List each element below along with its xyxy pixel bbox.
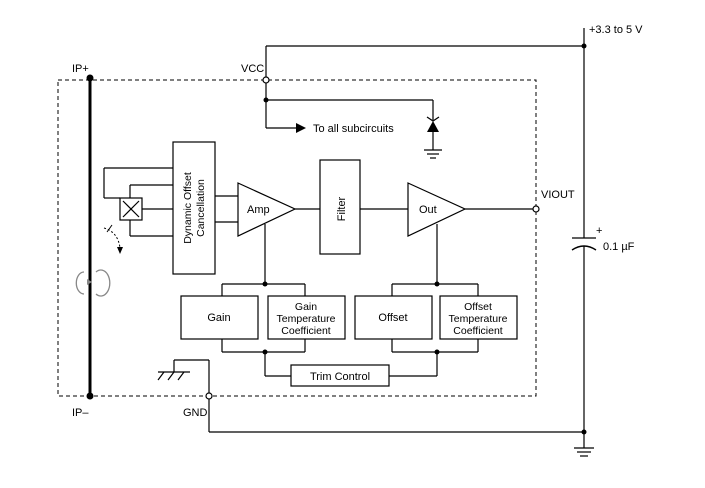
- ip-plus-label: IP+: [72, 63, 89, 75]
- ip-minus-label: IP–: [72, 407, 89, 419]
- package-outline: [57, 79, 537, 397]
- gain-temp-label-3: Coefficient: [281, 325, 331, 337]
- gain-temp-label-1: Gain: [295, 301, 317, 313]
- viout-label: VIOUT: [541, 189, 575, 201]
- offset-temp-label-3: Coefficient: [453, 325, 503, 337]
- gnd-terminal: [205, 392, 213, 400]
- to-subcircuits-arrow-icon: [296, 123, 306, 133]
- offset-label: Offset: [378, 312, 407, 324]
- current-flow-icon: [75, 269, 111, 297]
- viout-terminal: [532, 205, 540, 213]
- ip-plus-terminal: [86, 74, 94, 82]
- filter-label: Filter: [336, 196, 348, 221]
- to-all-subcircuits-label: To all subcircuits: [313, 123, 394, 135]
- trim-control-label: Trim Control: [310, 371, 370, 383]
- dynamic-offset-label-1: Dynamic Offset: [182, 172, 194, 244]
- supply-label: +3.3 to 5 V: [589, 24, 643, 36]
- ip-minus-terminal: [86, 392, 94, 400]
- magnetic-field-arrow-icon: [103, 224, 123, 254]
- amp-block: [237, 182, 297, 237]
- filter-block: [319, 159, 361, 255]
- offset-temperature-coefficient-block: [439, 295, 518, 340]
- offset-temp-label-2: Temperature: [449, 313, 508, 325]
- chassis-ground-icon: [157, 360, 190, 381]
- amp-label: Amp: [247, 204, 270, 216]
- trim-control-block: [290, 364, 390, 387]
- hall-element-icon: [119, 197, 143, 221]
- capacitor-label: 0.1 µF: [603, 241, 635, 253]
- gain-temp-label-2: Temperature: [277, 313, 336, 325]
- ground-icon: [574, 432, 594, 457]
- out-block: [407, 182, 467, 237]
- capacitor-icon: [571, 237, 597, 432]
- gnd-label: GND: [183, 407, 208, 419]
- dynamic-offset-cancellation-block: [172, 141, 216, 275]
- vcc-label: VCC: [241, 63, 264, 75]
- gain-label: Gain: [207, 312, 230, 324]
- cap-plus-label: +: [596, 225, 602, 237]
- zener-diode-icon: [424, 100, 442, 159]
- out-label: Out: [419, 204, 437, 216]
- offset-temp-label-1: Offset: [464, 301, 492, 313]
- vcc-terminal: [262, 76, 270, 84]
- gain-temperature-coefficient-block: [267, 295, 346, 340]
- dynamic-offset-label-2: Cancellation: [195, 179, 207, 237]
- offset-block: [354, 295, 433, 340]
- gain-block: [180, 295, 259, 340]
